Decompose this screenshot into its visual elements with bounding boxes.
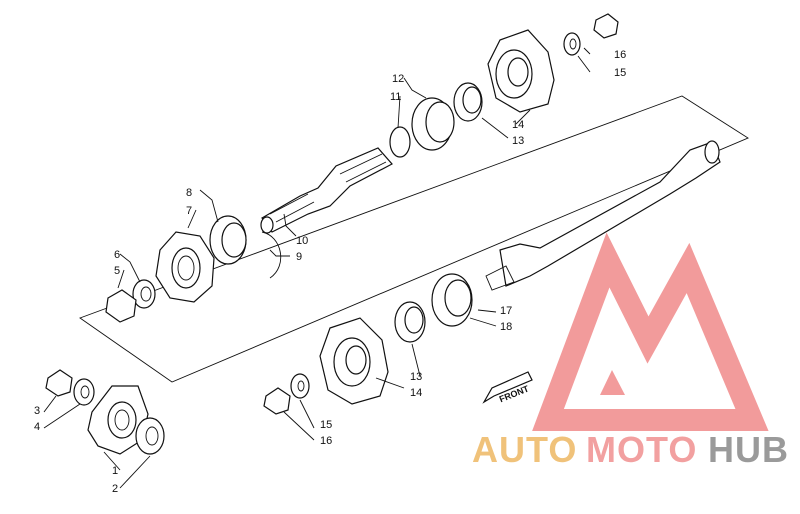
- washer-15-lower: [290, 373, 310, 399]
- callout-13-lower: 13: [410, 371, 422, 383]
- callout-10: 10: [296, 235, 308, 247]
- callout-14-lower: 14: [410, 387, 422, 399]
- logo-text-moto: MOTO: [586, 429, 697, 470]
- callout-6: 6: [114, 249, 120, 261]
- callout-3: 3: [34, 405, 40, 417]
- washer-4: [73, 378, 95, 406]
- seal-13-upper: [453, 82, 483, 122]
- callout-5: 5: [114, 265, 120, 277]
- bearing-18: [431, 273, 473, 327]
- callout-16-lower: 16: [320, 435, 332, 447]
- automotohub-logo: AUTO MOTO HUB: [472, 232, 789, 470]
- bevel-gear-7: [155, 231, 215, 303]
- callout-17: 17: [500, 305, 512, 317]
- callout-8: 8: [186, 187, 192, 199]
- axle-shaft-17: [485, 140, 721, 291]
- nut-16-lower: [263, 387, 291, 415]
- callout-12: 12: [392, 73, 404, 85]
- washer-15-upper: [563, 32, 581, 56]
- assembly-outline: [79, 95, 749, 383]
- callout-9: 9: [296, 251, 302, 263]
- callout-15-upper: 15: [614, 67, 626, 79]
- washer-6: [132, 279, 156, 309]
- callout-7: 7: [186, 205, 192, 217]
- bearing-12: [411, 97, 455, 151]
- main-shaft: [260, 147, 393, 234]
- bearing-8: [209, 215, 247, 265]
- callout-4: 4: [34, 421, 40, 433]
- logo-text-hub: HUB: [708, 429, 789, 470]
- nut-5: [105, 289, 137, 323]
- logo-text-auto: AUTO: [472, 429, 577, 470]
- callout-2: 2: [112, 483, 118, 495]
- nut-16-upper: [593, 13, 619, 39]
- snap-ring-9: [261, 231, 282, 279]
- callout-16-upper: 16: [614, 49, 626, 61]
- callout-labels: 8 7 6 5 10 9 12 11 14 13 16 15 17 18 13 …: [34, 49, 626, 495]
- callout-leaders: [43, 47, 591, 489]
- callout-14-upper: 14: [512, 119, 524, 131]
- flange-housing-14-upper: [487, 29, 555, 113]
- callout-11: 11: [390, 91, 401, 103]
- pinion-gear-1: [87, 385, 149, 455]
- front-direction-arrow: FRONT: [482, 371, 533, 404]
- callout-18: 18: [500, 321, 512, 333]
- flange-housing-14-lower: [319, 317, 389, 405]
- callout-1: 1: [112, 465, 118, 477]
- seal-13-lower: [394, 301, 426, 343]
- callout-13-upper: 13: [512, 135, 524, 147]
- snap-ring-11: [389, 126, 411, 158]
- shim-2: [135, 417, 165, 455]
- callout-15-lower: 15: [320, 419, 332, 431]
- nut-3: [45, 369, 73, 397]
